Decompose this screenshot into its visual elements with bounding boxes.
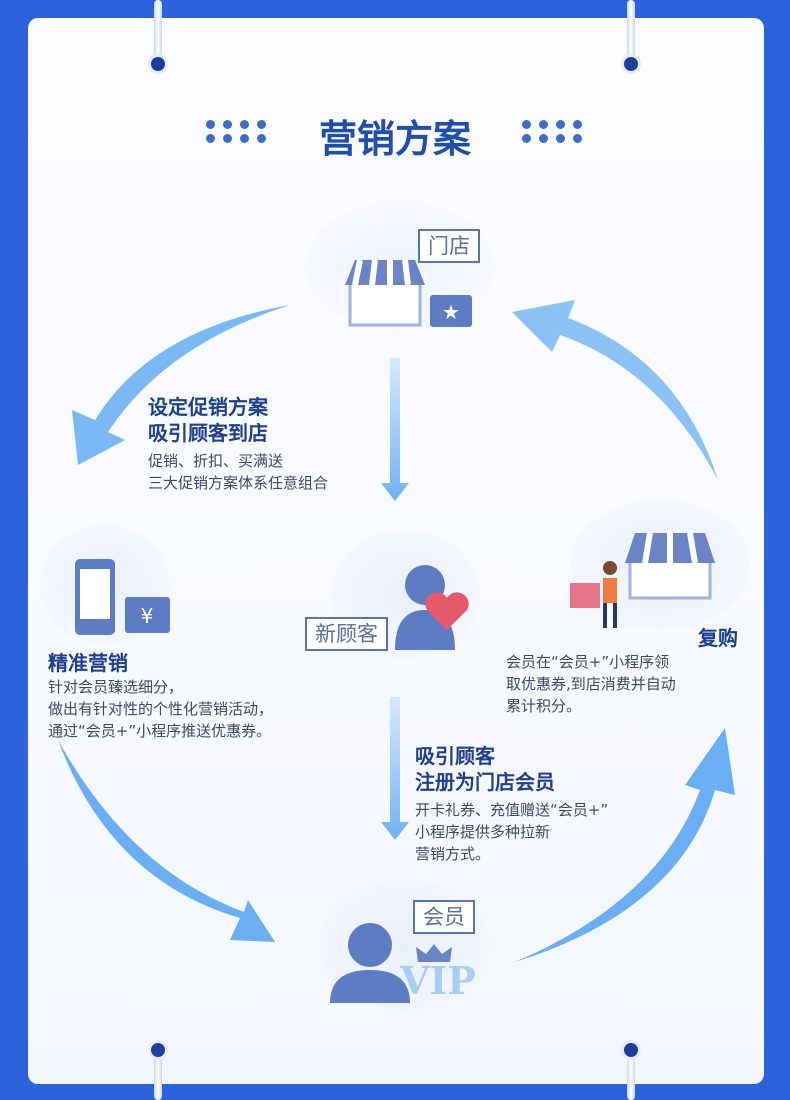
promotion-heading-line: 吸引顾客到店 [148,421,268,445]
register-text-line: 营销方式。 [415,845,491,863]
register-text-line: 开卡礼券、充值赠送“会员+” [415,801,609,819]
binder-ring [627,0,635,58]
arrow-repurchase-to-store [512,300,718,480]
page-title: 营销方案 [318,117,471,161]
shopping-store-icon [570,532,715,628]
member-tag: 会员 [413,900,475,934]
crown-icon [416,944,452,962]
repurchase-heading: 复购 [698,626,738,650]
new-customer-tag: 新顾客 [305,617,388,651]
binder-hole [148,54,168,74]
register-heading-line: 吸引顾客 [415,744,495,768]
binder-hole [621,1040,641,1060]
register-text-line: 小程序提供多种拉新 [415,823,551,841]
store-tag: 门店 [418,229,480,263]
arrow-new-to-member [381,697,409,840]
arrow-store-to-new [381,358,409,501]
repurchase-text-line: 累计积分。 [506,697,582,715]
arrow-precision-to-member [58,740,275,942]
arrow-member-to-repurchase [515,728,735,962]
svg-text:¥: ¥ [141,604,154,628]
vip-badge: VIP [400,958,476,1003]
repurchase-text-line: 取优惠券,到店消费并自动 [506,675,676,693]
precision-text-line: 针对会员臻选细分， [48,678,184,696]
binder-ring [154,0,162,58]
new-customer-icon [395,565,469,650]
binder-hole [621,54,641,74]
promotion-step: 设定促销方案 吸引顾客到店 促销、折扣、买满送 三大促销方案体系任意组合 [148,394,328,494]
promotion-heading-line: 设定促销方案 [148,395,268,419]
precision-text-line: 通过“会员+”小程序推送优惠券。 [48,722,272,740]
register-heading-line: 注册为门店会员 [415,770,555,794]
precision-text-line: 做出有针对性的个性化营销活动， [48,700,274,718]
precision-heading: 精准营销 [48,651,128,675]
repurchase-step: 复购 会员在“会员+”小程序领 取优惠券,到店消费并自动 累计积分。 [506,625,738,717]
decor-dots [206,120,266,143]
promotion-text-line: 促销、折扣、买满送 [148,452,284,470]
promotion-text-line: 三大促销方案体系任意组合 [148,474,329,492]
decor-dots [522,120,582,143]
member-avatar-icon [330,923,410,1003]
arrow-store-to-precision [72,305,290,465]
register-step: 吸引顾客 注册为门店会员 开卡礼券、充值赠送“会员+” 小程序提供多种拉新 营销… [415,743,608,865]
binder-ring [627,1050,635,1100]
precision-step: 精准营销 针对会员臻选细分， 做出有针对性的个性化营销活动， 通过“会员+”小程… [48,650,273,742]
phone-coupon-icon: ¥ [75,559,170,635]
binder-hole [148,1040,168,1060]
binder-ring [154,1050,162,1100]
repurchase-text-line: 会员在“会员+”小程序领 [506,653,670,671]
store-icon: ★ [345,259,472,327]
svg-text:★: ★ [442,300,460,324]
